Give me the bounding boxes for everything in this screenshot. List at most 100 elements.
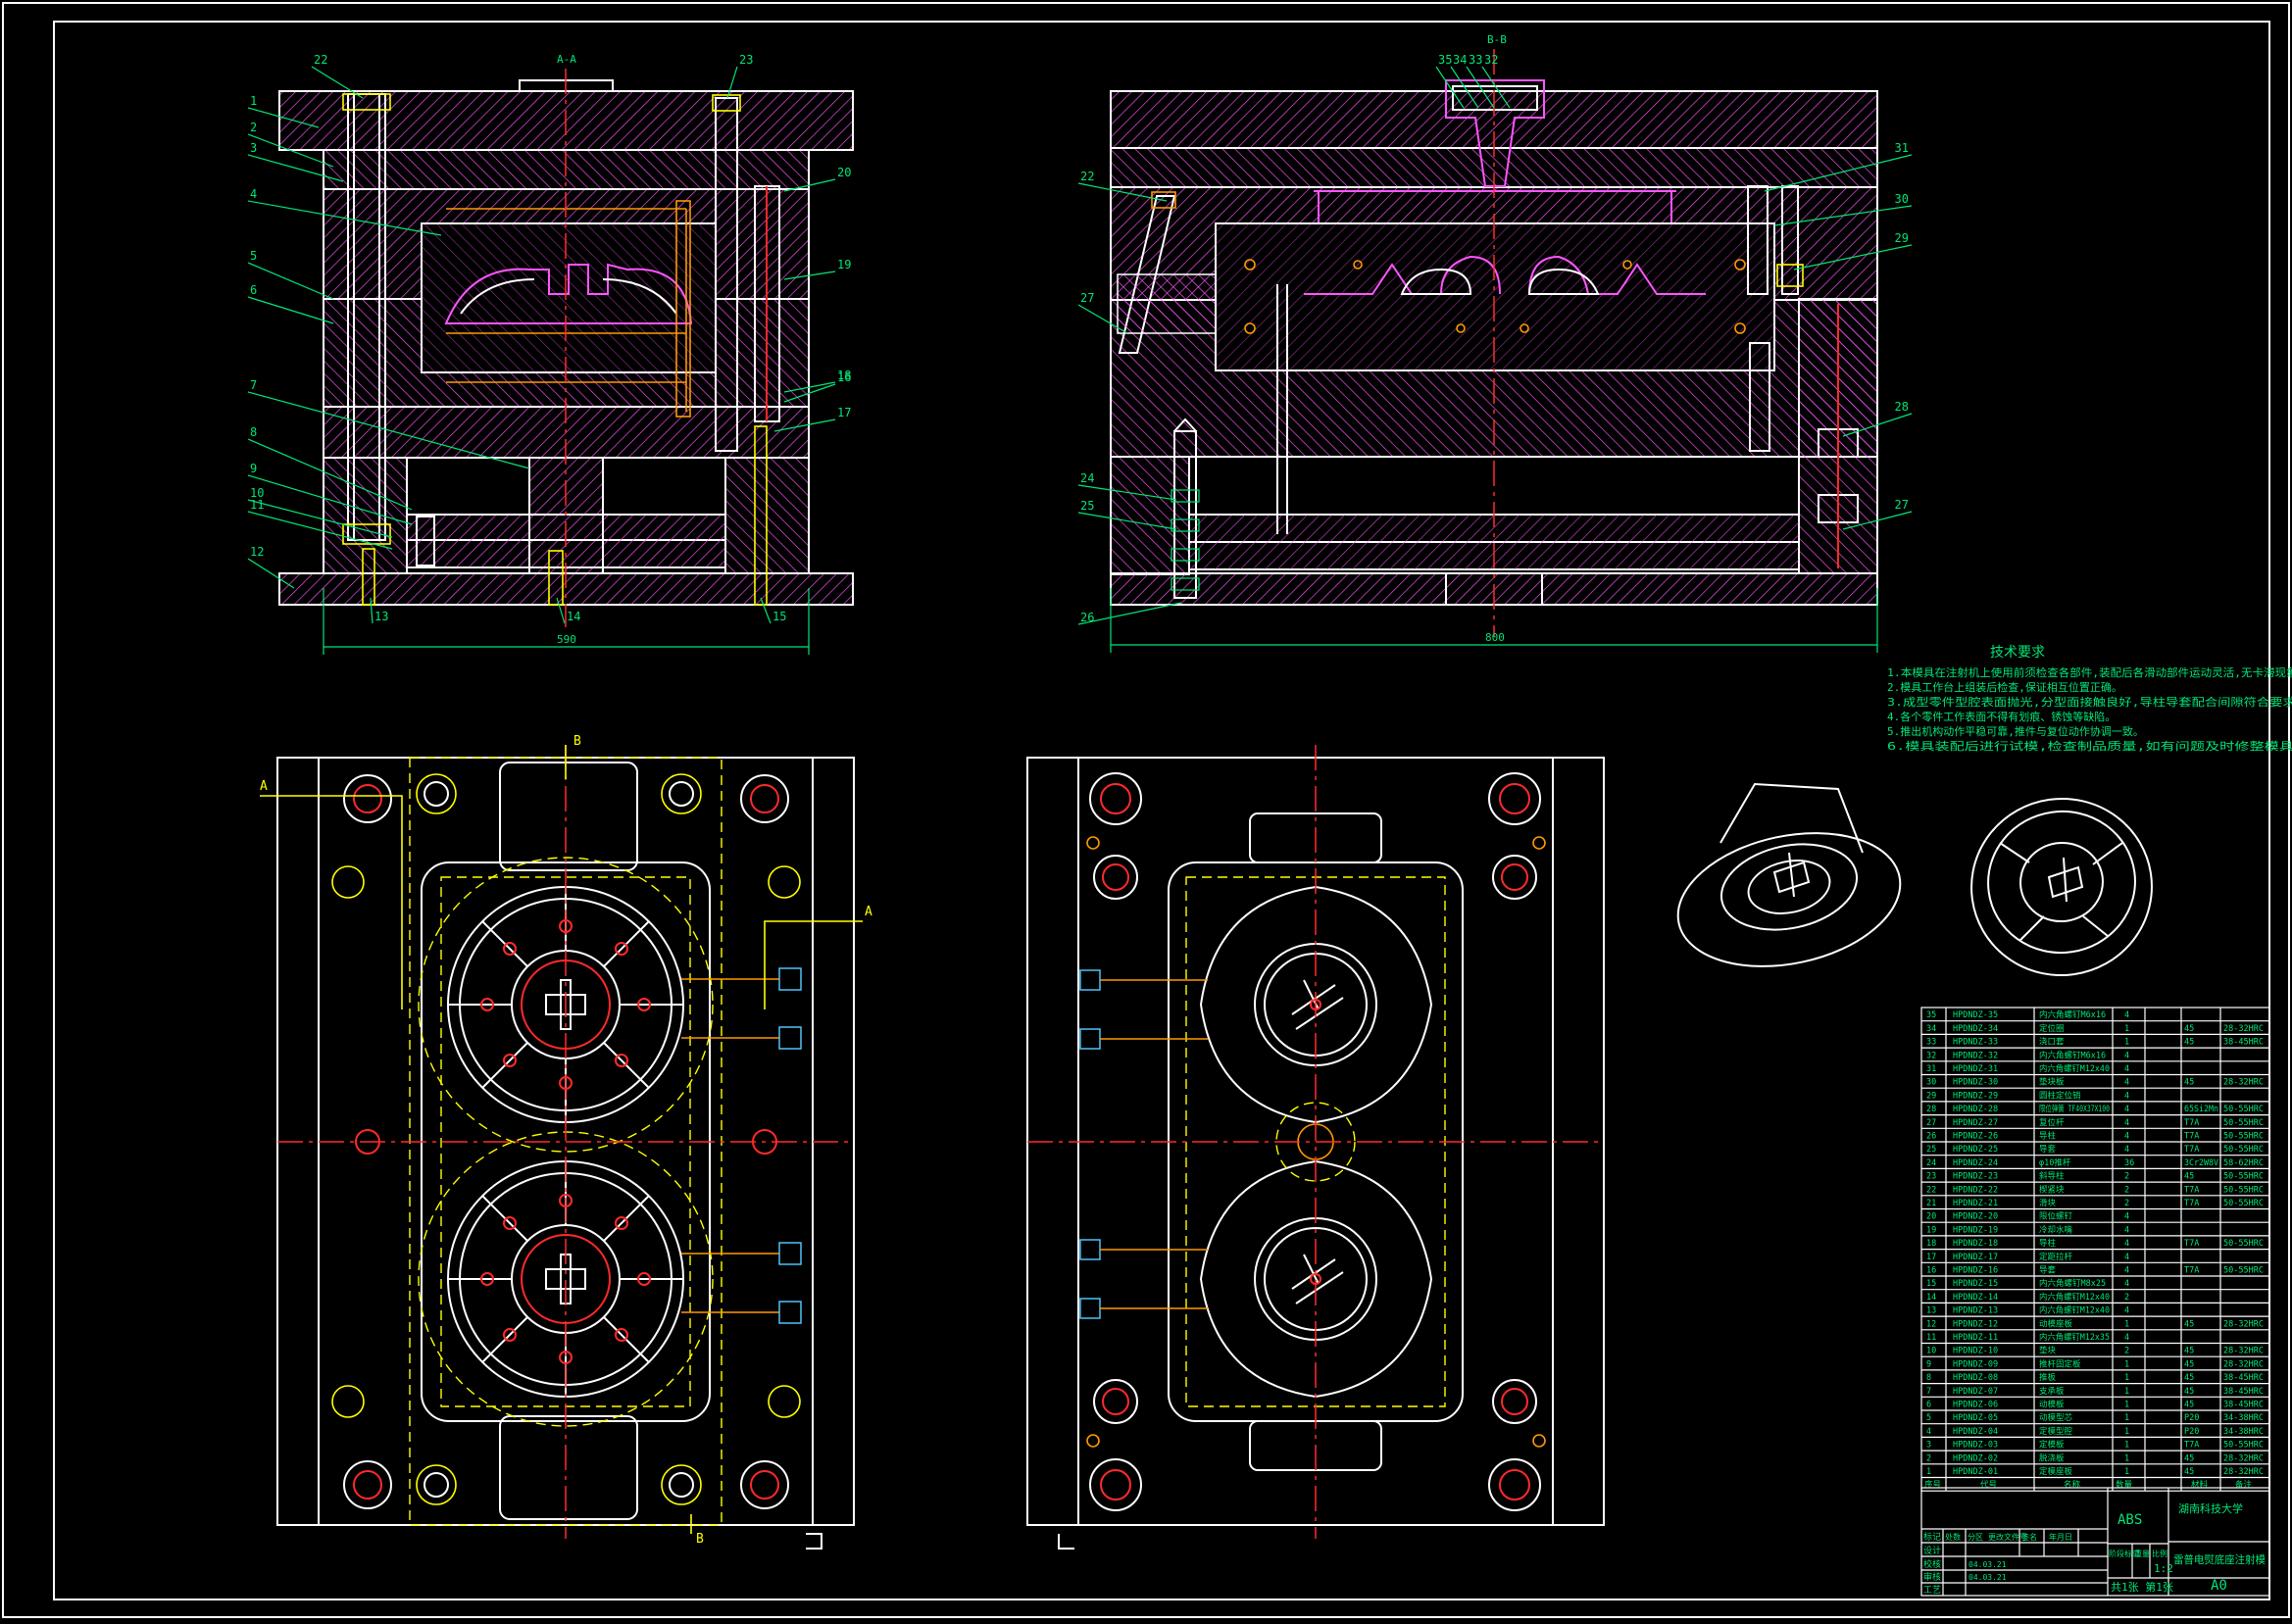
bom-header-code: 代号: [1980, 1480, 1997, 1491]
tb-cell-zone: 分区: [1968, 1533, 1983, 1542]
bom-row-33-hardness: 38-45HRC: [2223, 1038, 2264, 1048]
section-view-aa: A-A: [278, 53, 854, 655]
bom-row-19-name: 冷却水嘴: [2039, 1224, 2073, 1235]
bom-row-3-code: HPDNDZ-03: [1953, 1441, 1998, 1451]
leader-right-top-35: 35: [1438, 53, 1452, 67]
bom-row-4-hardness: 34-38HRC: [2223, 1427, 2264, 1437]
leader-right-top-32-line: [1481, 66, 1511, 109]
section-mark-a1: A: [260, 779, 268, 794]
bom-row-9-number: 9: [1926, 1359, 1931, 1369]
leader-right-left-26-4-line: [1077, 602, 1182, 625]
tb-cell-change: 更改文件号: [1988, 1532, 2027, 1542]
bom-row-2-qty: 1: [2124, 1453, 2129, 1463]
bom-row-5-number: 5: [1926, 1413, 1931, 1423]
tb-cell-date: 年月日: [2049, 1532, 2072, 1542]
leader-right-left-27-1: 27: [1080, 291, 1094, 305]
bom-row-21-qty: 2: [2124, 1199, 2129, 1208]
bom-row-27-number: 27: [1926, 1118, 1936, 1128]
bom-row-20-number: 20: [1926, 1212, 1936, 1222]
bom-row-5-hardness: 34-38HRC: [2223, 1413, 2264, 1423]
tb-row-design: 设计: [1923, 1545, 1941, 1556]
bom-row-23-name: 斜导柱: [2039, 1171, 2065, 1182]
leader-right-right-30-1-line: [1773, 205, 1913, 226]
leader-left-top-22: 22: [314, 53, 327, 67]
bom-row-8-qty: 1: [2124, 1373, 2129, 1383]
bom-row-6-material: 45: [2184, 1401, 2194, 1410]
bom-row-1-number: 1: [1926, 1467, 1931, 1477]
tb-row-review: 审核: [1923, 1571, 1941, 1583]
iso-view-part-bottom: [1970, 797, 2153, 977]
dim-width-right: 800: [1485, 631, 1505, 644]
bom-row-8-code: HPDNDZ-08: [1953, 1373, 1998, 1383]
leader-left-6-line: [247, 296, 334, 324]
bom-row-3-qty: 1: [2124, 1441, 2129, 1451]
bom-row-12-number: 12: [1926, 1319, 1936, 1329]
bom-row-27-code: HPDNDZ-27: [1953, 1118, 1998, 1128]
section-label-aa: A-A: [557, 53, 576, 66]
bom-row-32-code: HPDNDZ-32: [1953, 1051, 1998, 1060]
tech-requirements: 技术要求 1.本模具在注射机上使用前须检查各部件,装配后各滑动部件运动灵活,无卡…: [1887, 645, 2292, 753]
bom-row-11-number: 11: [1926, 1333, 1936, 1343]
bom-row-18-name: 导柱: [2039, 1238, 2057, 1249]
bom-row-7-code: HPDNDZ-07: [1953, 1387, 1998, 1397]
leader-right-right-31-0: 31: [1895, 141, 1909, 155]
leader-left-3: 3: [250, 141, 257, 155]
bom-row-28-material: 65Si2Mn: [2184, 1105, 2218, 1114]
leader-right-top-33: 33: [1469, 53, 1482, 67]
spacer-block-left: [323, 457, 408, 574]
section-label-bb: B-B: [1487, 33, 1507, 46]
bom-row-35-qty: 4: [2124, 1010, 2129, 1020]
bom-row-7-qty: 1: [2124, 1387, 2129, 1397]
leader-left-3-line: [247, 154, 344, 182]
bom-row-10-material: 45: [2184, 1347, 2194, 1356]
bom-row-21-code: HPDNDZ-21: [1953, 1199, 1998, 1208]
bom-row-33-material: 45: [2184, 1038, 2194, 1048]
bom-row-32-qty: 4: [2124, 1051, 2129, 1060]
guide-holes-left: [331, 773, 801, 1509]
bom-row-34-material: 45: [2184, 1024, 2194, 1034]
leader-left-9: 9: [250, 462, 257, 475]
bom-row-8-material: 45: [2184, 1373, 2194, 1383]
leader-right-top-34-line: [1450, 66, 1479, 109]
bom-row-2-name: 脱浇板: [2039, 1452, 2065, 1463]
title-sheet-info: 共1张 第1张: [2111, 1580, 2173, 1594]
leader-left-10-line: [247, 499, 393, 538]
bom-row-25-hardness: 50-55HRC: [2223, 1145, 2264, 1155]
bom-row-7-number: 7: [1926, 1387, 1931, 1397]
leader-left-2: 2: [250, 121, 257, 134]
leader-right-right-29-2: 29: [1895, 231, 1909, 245]
bom-row-10-hardness: 28-32HRC: [2223, 1347, 2264, 1356]
tb-date-1: 04.03.21: [1968, 1560, 2007, 1569]
leader-left-4: 4: [250, 187, 257, 201]
bom-row-3-material: T7A: [2184, 1441, 2199, 1451]
leader-left-right-17-line: [773, 418, 836, 432]
bom-row-26-name: 导柱: [2039, 1131, 2057, 1142]
title-block: ABS 湖南科技大学 雷普电熨底座注射模 A0 1:2 共1张 第1张 阶段标记…: [1920, 1487, 2270, 1597]
title-material: ABS: [2118, 1512, 2142, 1528]
bom-row-18-number: 18: [1926, 1239, 1936, 1249]
bom-row-30-number: 30: [1926, 1078, 1936, 1088]
bom-row-31-code: HPDNDZ-31: [1953, 1064, 1998, 1074]
bom-row-16-code: HPDNDZ-16: [1953, 1266, 1998, 1276]
leader-left-8: 8: [250, 425, 257, 439]
tech-line-1: 1.本模具在注射机上使用前须检查各部件,装配后各滑动部件运动灵活,无卡滞现象。: [1887, 665, 2292, 679]
bom-row-7-name: 支承板: [2039, 1386, 2065, 1397]
bom-row-33-number: 33: [1926, 1038, 1936, 1048]
leader-right-left-24-2-line: [1077, 484, 1177, 501]
tech-line-3: 3.成型零件型腔表面抛光,分型面接触良好,导柱导套配合间隙符合要求。: [1887, 695, 2292, 709]
leader-left-right-20-line: [783, 178, 836, 192]
bom-row-4-name: 定模型腔: [2039, 1426, 2073, 1437]
tb-row-mark: 标记: [1923, 1531, 1941, 1543]
leader-left-11: 11: [250, 498, 264, 512]
leader-right-right-30-1: 30: [1895, 192, 1909, 206]
bom-row-10-code: HPDNDZ-10: [1953, 1347, 1998, 1356]
bom-row-9-hardness: 28-32HRC: [2223, 1359, 2264, 1369]
leader-left-bottom-14: 14: [567, 610, 580, 623]
bom-row-22-name: 楔紧块: [2039, 1184, 2065, 1195]
guide-holes-right: [1086, 772, 1546, 1511]
tech-title: 技术要求: [1990, 645, 2045, 661]
leader-left-10: 10: [250, 486, 264, 500]
leader-left-1-line: [247, 107, 320, 128]
leader-left-6: 6: [250, 283, 257, 297]
bom-header-number: 序号: [1924, 1480, 1941, 1491]
